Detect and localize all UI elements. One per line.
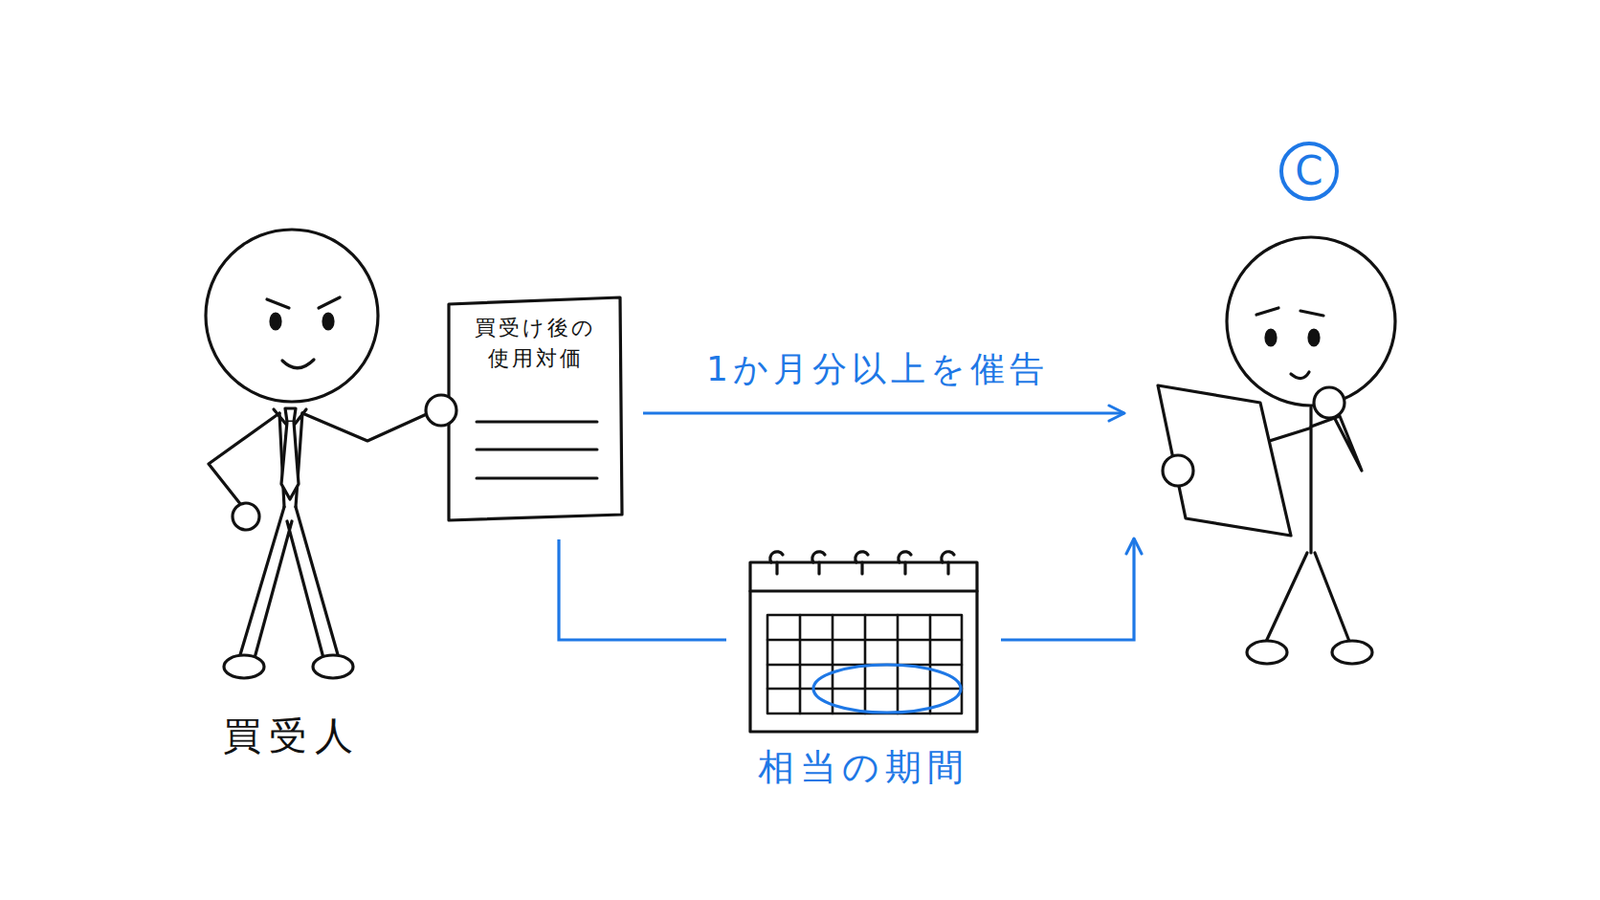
calendar-ring [770,552,783,575]
calendar-grid-lines [767,615,962,714]
edge-label: 1か月分以上を催告 [706,346,1049,394]
figure-head [205,229,378,402]
figure-eye [270,313,281,330]
figure-arm [1311,413,1362,471]
figure-legs [239,507,339,659]
figure-arm [1196,428,1310,465]
figure-hand [1313,387,1345,419]
figure-tie-knot [285,408,296,423]
document-border [448,297,623,521]
figure-mouth [282,359,314,369]
figure-mouth [1290,372,1310,379]
calendar-ring [898,552,912,575]
period-highlight [813,665,961,713]
calendar-ring [855,552,868,575]
buyer-stick-figure [205,229,457,679]
figure-foot [1246,641,1288,665]
c-figure: C [1124,133,1441,670]
period-line [558,539,727,641]
period-label: 相当の期間 [707,741,1021,795]
calendar-grid-frame [767,615,962,714]
figure-hand [425,395,457,426]
document-sheet: 買受け後の 使用対価 [448,297,623,521]
c-stick-figure [1157,237,1396,665]
calendar-ring [812,552,825,575]
person-label: 買受人 [191,708,393,764]
figure-eye [1309,330,1319,346]
demand-arrow [643,411,1125,415]
figure-arm [302,413,429,442]
figure-brow [266,299,289,309]
figure-arm [208,413,280,506]
figure-hand [232,503,260,531]
period-arrow [1000,538,1134,641]
calendar-rings [770,552,955,575]
figure-foot [312,655,354,679]
document-text-line [476,421,598,424]
figure-foot [223,655,265,679]
figure-eye [323,313,334,330]
calendar-grid [767,615,962,714]
calendar-icon [750,552,978,733]
figure-torso [279,413,303,508]
figure-brow [318,297,340,309]
circled-letter: C [1279,141,1339,201]
calendar-frame [750,562,978,733]
figure-collar [273,409,307,427]
figure-head [1226,237,1396,406]
figure-foot [1332,641,1373,665]
calendar-period: 相当の期間 [726,545,1001,790]
calendar-ring [941,552,955,575]
document-text-line [476,477,598,481]
figure-hand [1162,455,1194,487]
document-text-line [476,448,598,452]
figure-tie [281,422,299,500]
figure-legs [1265,553,1351,645]
buyer-figure: 買受人 [191,220,393,766]
held-paper [1157,385,1291,536]
calendar-header-line [750,589,978,593]
figure-brow [1300,311,1324,316]
figure-brow [1256,308,1279,315]
document-title: 買受け後の 使用対価 [466,312,605,375]
figure-eye [1266,330,1276,346]
figure-torso [1309,407,1312,554]
